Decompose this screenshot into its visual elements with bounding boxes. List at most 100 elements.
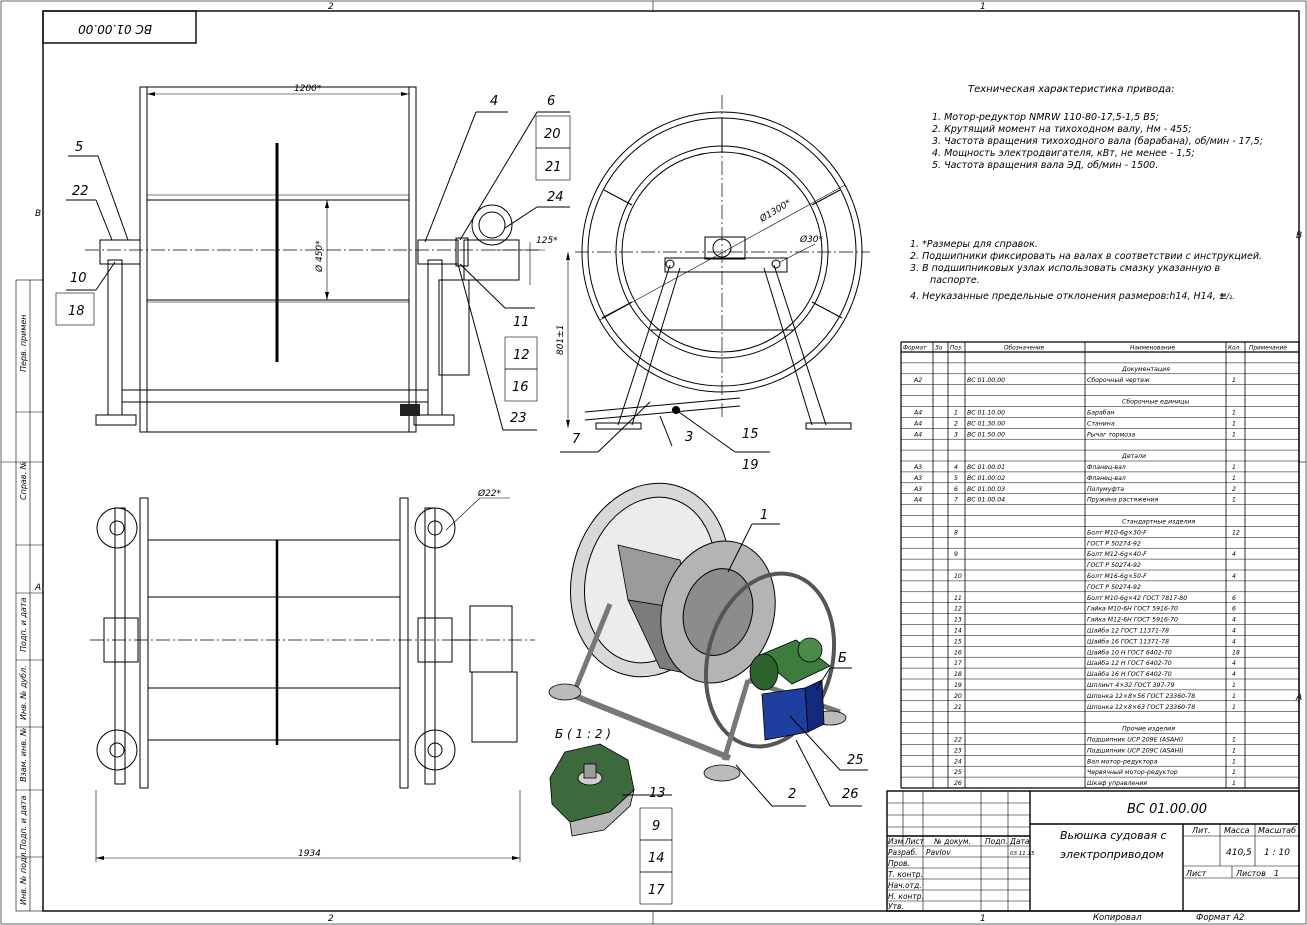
title-scale-header: Масштаб — [1258, 826, 1296, 835]
spec-cell-pos: 5 — [954, 475, 958, 482]
spec-cell-name: Фланец-вал — [1087, 475, 1126, 482]
callout-21: 21 — [545, 160, 562, 175]
spec-cell-format: А4 — [913, 431, 922, 438]
rotated-code-box: ВС 01.00.00 — [42, 10, 197, 44]
title-sheet-label: Лист — [1185, 869, 1207, 878]
zone-label-left-a: А — [34, 583, 41, 593]
spec-cell-name: Шплинт 4×32 ГОСТ 397-79 — [1087, 682, 1175, 689]
spec-section-title: Прочие изделия — [1122, 726, 1175, 733]
zone-label-top-left: 2 — [328, 2, 334, 12]
spec-cell-qty: 1 — [1232, 420, 1236, 427]
tech-line-1: 1. Мотор-редуктор NMRW 110-80-17,5-1,5 B… — [932, 112, 1159, 123]
spec-cell-pos: 8 — [954, 529, 958, 536]
spec-cell-designation: ВС 01.50.00 — [967, 431, 1005, 438]
callout-13: 13 — [649, 786, 666, 801]
callout-20: 20 — [544, 127, 561, 142]
spec-cell-pos: 20 — [954, 693, 962, 700]
zone-label-right-b: В — [1296, 231, 1302, 241]
tech-characteristics: Техническая характеристика привода: 1. М… — [932, 84, 1263, 171]
notes: 1. *Размеры для справок. 2. Подшипники ф… — [910, 239, 1262, 302]
zone-label-bottom-right: 1 — [980, 914, 986, 924]
spec-cell-name: Червячный мотор-редуктор — [1087, 769, 1178, 776]
callout-2: 2 — [788, 787, 796, 802]
strip-perv-primen: Перв. примен — [19, 314, 28, 372]
tech-line-3: 3. Частота вращения тихоходного вала (ба… — [932, 136, 1263, 147]
dim-d1300: Ø1300* — [757, 197, 794, 225]
spec-cell-pos: 24 — [954, 758, 962, 765]
spec-cell-pos: 12 — [954, 606, 962, 613]
spec-section-title: Сборочные единицы — [1122, 398, 1189, 406]
spec-cell-name: Шайба 16 Н ГОСТ 6402-70 — [1087, 670, 1172, 678]
spec-section-title: Стандартные изделия — [1122, 519, 1195, 526]
zone-label-bottom-left: 2 — [328, 914, 334, 924]
spec-cell-qty: 1 — [1232, 693, 1236, 700]
front-view: 1200* Ø 450* 125* — [85, 84, 558, 433]
dim-1934: 1934 — [298, 849, 321, 859]
callout-1: 1 — [760, 508, 768, 523]
title-hdr-list: Лист — [904, 837, 925, 846]
spec-cell-qty: 1 — [1232, 737, 1236, 744]
spec-cell-qty: 1 — [1232, 431, 1236, 438]
title-doc-code: ВС 01.00.00 — [1127, 802, 1207, 817]
callout-22: 22 — [72, 184, 89, 199]
spec-cell-designation: ВС 01.00.02 — [967, 475, 1005, 482]
spec-cell-name: Шайба 12 ГОСТ 11371-78 — [1087, 627, 1169, 635]
callout-25: 25 — [847, 753, 864, 768]
tech-line-4: 4. Мощность электродвигателя, кВт, не ме… — [932, 148, 1195, 159]
title-scale: 1 : 10 — [1264, 848, 1290, 858]
spec-cell-name: Барабан — [1087, 409, 1114, 417]
format-label: Формат А2 — [1196, 913, 1244, 923]
callout-14: 14 — [648, 851, 665, 866]
side-callouts: 7 3 15 19 — [560, 401, 770, 473]
spec-cell-designation: ВС 01.00.03 — [967, 486, 1005, 493]
spec-cell-name: Полумуфта — [1087, 486, 1124, 493]
callout-19: 19 — [742, 458, 759, 473]
title-block: ВС 01.00.00 Вьюшка судовая с электроприв… — [886, 790, 1300, 912]
spec-header-6: Примечание — [1249, 346, 1287, 352]
title-hdr-data: Дата — [1009, 837, 1030, 846]
strip-podp-data-1: Подп. и дата — [19, 597, 28, 652]
callout-23: 23 — [510, 411, 527, 426]
spec-cell-name: Болт М16-6g×50-F — [1087, 573, 1147, 580]
spec-header-0: Формат — [903, 346, 927, 352]
spec-header-3: Обозначение — [1004, 346, 1045, 352]
note-2: 2. Подшипники фиксировать на валах в соо… — [910, 251, 1262, 262]
tech-line-2: 2. Крутящий момент на тихоходном валу, Н… — [932, 124, 1191, 135]
spec-cell-designation: ВС 01.30.00 — [967, 420, 1005, 427]
title-tkontr: Т. контр. — [888, 870, 923, 879]
spec-cell-name: Подшипник UCP 209С (ASAHI) — [1087, 747, 1184, 754]
spec-cell-qty: 1 — [1232, 769, 1236, 776]
title-hdr-podp: Подп. — [985, 837, 1008, 846]
spec-cell-pos: 11 — [954, 595, 962, 602]
spec-cell-name: Шпонка 12×8×56 ГОСТ 23360-78 — [1087, 693, 1195, 700]
note-3: 3. В подшипниковых узлах использовать см… — [910, 263, 1220, 274]
spec-header-5: Кол. — [1228, 346, 1241, 352]
note-3b: паспорте. — [930, 275, 980, 286]
spec-cell-designation: ВС 01.00.00 — [967, 377, 1005, 384]
copied-label: Копировал — [1093, 913, 1142, 923]
title-mass: 410,5 — [1226, 848, 1252, 858]
spec-section-title: Детали — [1121, 453, 1146, 460]
callout-11: 11 — [513, 315, 530, 330]
title-sheets-label: Листов — [1235, 869, 1266, 878]
callout-15: 15 — [742, 427, 759, 442]
spec-cell-pos: 23 — [954, 747, 962, 754]
title-hdr-izm: Изм — [888, 837, 904, 846]
spec-cell-pos: 16 — [954, 649, 962, 656]
spec-cell-format: А4 — [913, 420, 922, 427]
spec-cell-name: Гайка М12-6Н ГОСТ 5916-70 — [1087, 617, 1178, 624]
spec-cell-pos: 9 — [954, 551, 958, 558]
dim-125: 125* — [536, 236, 558, 246]
spec-header-4: Наименование — [1130, 346, 1175, 352]
spec-cell-format: А3 — [913, 464, 922, 471]
spec-cell-pos: 15 — [954, 638, 962, 645]
spec-cell-name: Болт М10-6g×30-F — [1087, 529, 1147, 536]
spec-cell-pos: 10 — [954, 573, 962, 580]
spec-cell-name: Сборочный чертеж — [1087, 376, 1150, 384]
spec-cell-designation: ВС 01.10.00 — [967, 410, 1005, 417]
spec-cell-pos: 2 — [954, 420, 958, 427]
spec-cell-pos: 6 — [954, 486, 958, 493]
